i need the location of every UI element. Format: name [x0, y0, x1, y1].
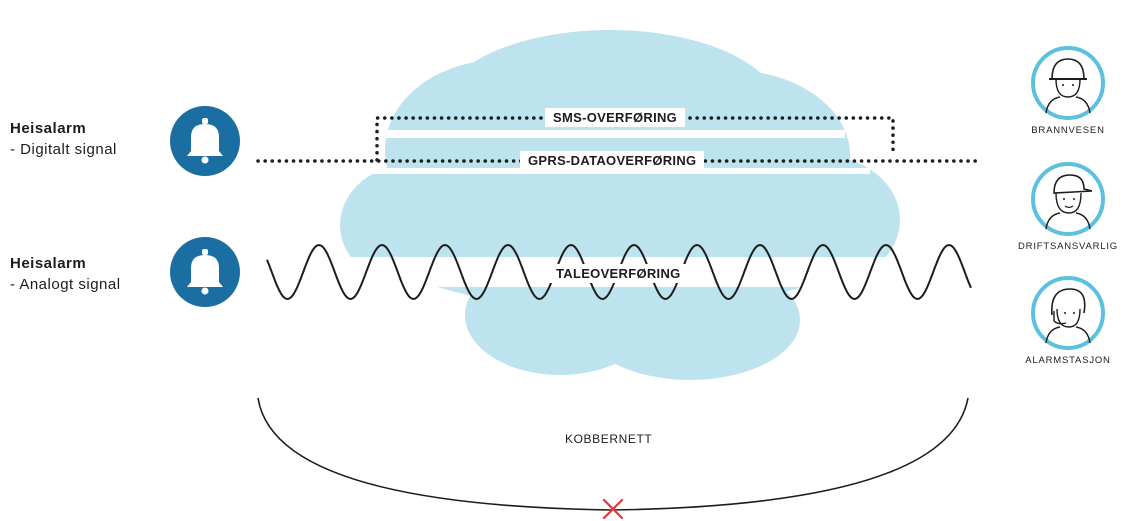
sms-transfer-label: SMS-OVERFØRING [545, 108, 686, 127]
analog-alarm-label: Heisalarm - Analogt signal [10, 253, 121, 295]
recipient-label-alarm-station: ALARMSTASJON [1025, 355, 1111, 366]
recipient-label-fire: BRANNVESEN [1031, 125, 1105, 136]
cloud-band [330, 168, 870, 174]
red-cross-icon [602, 498, 624, 520]
copper-network-label: KOBBERNETT [565, 432, 653, 446]
alarm-subtitle: - Digitalt signal [10, 141, 117, 158]
bell-icon [170, 237, 240, 307]
headset-operator-icon [1031, 276, 1105, 350]
alarm-title: Heisalarm [10, 120, 87, 137]
alarm-title: Heisalarm [10, 255, 87, 272]
maintenance-worker-icon [1031, 162, 1105, 236]
alarm-subtitle: - Analogt signal [10, 276, 121, 293]
copper-arc [257, 397, 969, 511]
digital-alarm-label: Heisalarm - Digitalt signal [10, 118, 117, 160]
voice-transfer-label: TALEOVERFØRING [548, 264, 689, 283]
cloud-shape [340, 30, 900, 380]
cloud-band [380, 130, 845, 138]
firefighter-icon [1031, 46, 1105, 120]
gprs-transfer-label: GPRS-DATAOVERFØRING [520, 151, 705, 170]
recipient-label-operations: DRIFTSANSVARLIG [1018, 241, 1118, 252]
bell-icon [170, 106, 240, 176]
